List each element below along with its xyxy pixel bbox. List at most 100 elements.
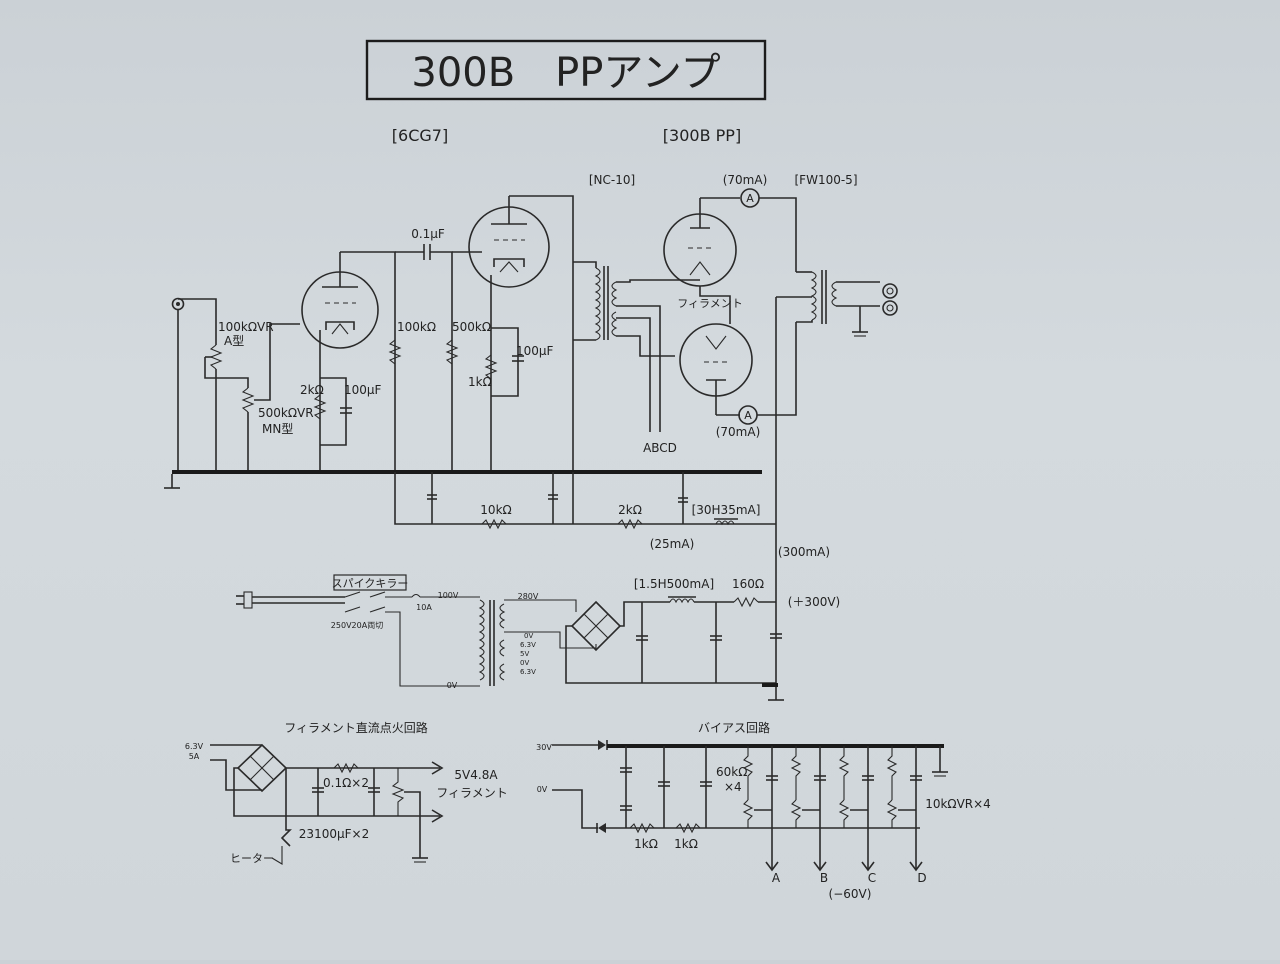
- volume-vr-label: 100kΩVR: [218, 320, 274, 334]
- secondary-5v-label: 5V: [520, 650, 529, 658]
- b-choke-label: [30H35mA]: [692, 503, 761, 517]
- bias-vr-label: 10kΩVR×4: [925, 797, 991, 811]
- svg-text:A: A: [744, 409, 752, 422]
- bias-resistor-2-label: 1kΩ: [674, 837, 698, 851]
- bias-60k-label: 60kΩ: [716, 765, 747, 779]
- decouple-cap-3-icon: [678, 497, 688, 503]
- bias-vr-c-icon: [838, 799, 850, 828]
- secondary-63v-b-label: 6.3V: [520, 668, 536, 676]
- input-transformer-label: [NC-10]: [589, 173, 635, 187]
- volume-vr-type: A型: [224, 334, 244, 348]
- bias-cap-c-icon: [862, 775, 874, 781]
- main-choke-icon: [669, 598, 695, 604]
- filament-ground-icon: [412, 857, 428, 863]
- ammeter-bottom-icon: A: [738, 405, 758, 425]
- decouple-resistor-2-icon: [617, 518, 643, 530]
- bias-30v-label: 30V: [536, 743, 552, 752]
- decouple-resistor-2-label: 2kΩ: [618, 503, 642, 517]
- balance-vr-icon: [241, 387, 255, 413]
- resistor-160-icon: [733, 596, 759, 608]
- bias-vr-d-icon: [886, 799, 898, 828]
- output-transformer-icon: [810, 270, 838, 324]
- power-plug-icon: [236, 591, 253, 609]
- bias-circuit-title: バイアス回路: [698, 720, 770, 735]
- bias-cap-a-icon: [766, 775, 778, 781]
- bias-cap-d-icon: [910, 775, 922, 781]
- bias-out-d-label: D: [917, 871, 926, 885]
- fuse-label: 10A: [416, 603, 432, 612]
- filament-output-name: フィラメント: [436, 786, 507, 800]
- bias-out-c-label: C: [868, 871, 876, 885]
- power-switch-icon: [344, 591, 386, 613]
- balance-vr-label: 500kΩVR: [258, 406, 314, 420]
- filter-cap-3-icon: [770, 633, 782, 639]
- power-transformer-icon: [478, 599, 506, 686]
- cathode-resistor-2-label: 1kΩ: [468, 375, 492, 389]
- page-title: 300B PPアンプ: [411, 50, 720, 96]
- bias-x4-label: ×4: [724, 780, 742, 794]
- speaker-terminal-icon: [882, 283, 898, 316]
- decouple-cap-1-icon: [427, 494, 437, 500]
- secondary-280v-label: 280V: [518, 592, 539, 601]
- bias-diode-1-icon: [598, 740, 608, 750]
- bias-resistor-1-label: 1kΩ: [634, 837, 658, 851]
- bias-60k-d-icon: [886, 746, 898, 800]
- bias-60k-b-icon: [790, 746, 802, 800]
- main-choke-label: [1.5H500mA]: [634, 577, 714, 591]
- bias-60k-c-icon: [838, 746, 850, 800]
- bias-out-d-arrow-icon: [909, 861, 923, 872]
- bias-resistor-1-icon: [629, 822, 655, 834]
- heater-label: ヒーター: [230, 852, 274, 865]
- bias-cap-4-icon: [700, 781, 712, 787]
- filament-vr-icon: [391, 768, 405, 816]
- b-voltage-label: (＋300V): [788, 595, 840, 609]
- bias-cap-b-icon: [814, 775, 826, 781]
- cathode-cap-1-label: 100μF: [344, 383, 382, 397]
- filament-output-label: 5V4.8A: [454, 768, 498, 782]
- filter-cap-1-icon: [636, 635, 648, 641]
- fuse-icon: [411, 593, 421, 598]
- filament-out-plus-arrow-icon: [431, 761, 444, 775]
- filament-out-minus-arrow-icon: [431, 809, 444, 823]
- input-transformer-icon: [594, 266, 618, 341]
- output-transformer-label: [FW100-5]: [795, 173, 858, 187]
- balance-vr-type: MN型: [262, 422, 293, 436]
- filament-input-v: 6.3V: [185, 742, 204, 751]
- filament-bridge-icon: [236, 743, 288, 793]
- b-choke-icon: [715, 520, 735, 526]
- filament-resistor-icon: [333, 762, 359, 774]
- bias-out-c-arrow-icon: [861, 861, 875, 872]
- cathode-resistor-2-icon: [484, 354, 498, 380]
- bias-diode-2-icon: [596, 823, 606, 833]
- driver-tube-1-icon: [301, 252, 379, 349]
- secondary-0v-a-label: 0V: [524, 632, 533, 640]
- ammeter-top-icon: A: [740, 188, 760, 208]
- decouple-cap-2-icon: [548, 494, 558, 500]
- filament-cap-2-icon: [368, 787, 380, 793]
- spike-killer-label: スパイクキラー: [332, 577, 409, 590]
- ground-icon: [164, 474, 180, 489]
- driver-stage-label: [6CG7]: [392, 126, 448, 145]
- current-25-label: (25mA): [650, 537, 695, 551]
- coupling-cap-label: 0.1μF: [411, 227, 445, 241]
- primary-0v-label: 0V: [447, 681, 458, 690]
- filament-input-a: 5A: [189, 752, 200, 761]
- current-top-label: (70mA): [723, 173, 768, 187]
- bias-0v-label: 0V: [537, 785, 548, 794]
- current-bottom-label: (70mA): [716, 425, 761, 439]
- filament-label: フィラメント: [677, 297, 742, 310]
- bias-cap-1-icon: [620, 767, 632, 773]
- filament-circuit-title: フィラメント直流点火回路: [284, 720, 427, 735]
- bias-out-label: ABCD: [643, 441, 677, 455]
- grid-resistor-label: 100kΩ: [397, 320, 436, 334]
- bias-voltage-label: (−60V): [829, 887, 872, 901]
- filament-cap-1-icon: [312, 787, 324, 793]
- bias-out-b-label: B: [820, 871, 828, 885]
- filament-resistor-label: 0.1Ω×2: [323, 776, 369, 790]
- output-tube-1-icon: [663, 198, 737, 287]
- bias-out-a-arrow-icon: [765, 861, 779, 872]
- cathode-cap-1-icon: [340, 407, 352, 414]
- output-stage-label: [300B PP]: [663, 126, 741, 145]
- input-wire: [178, 298, 217, 345]
